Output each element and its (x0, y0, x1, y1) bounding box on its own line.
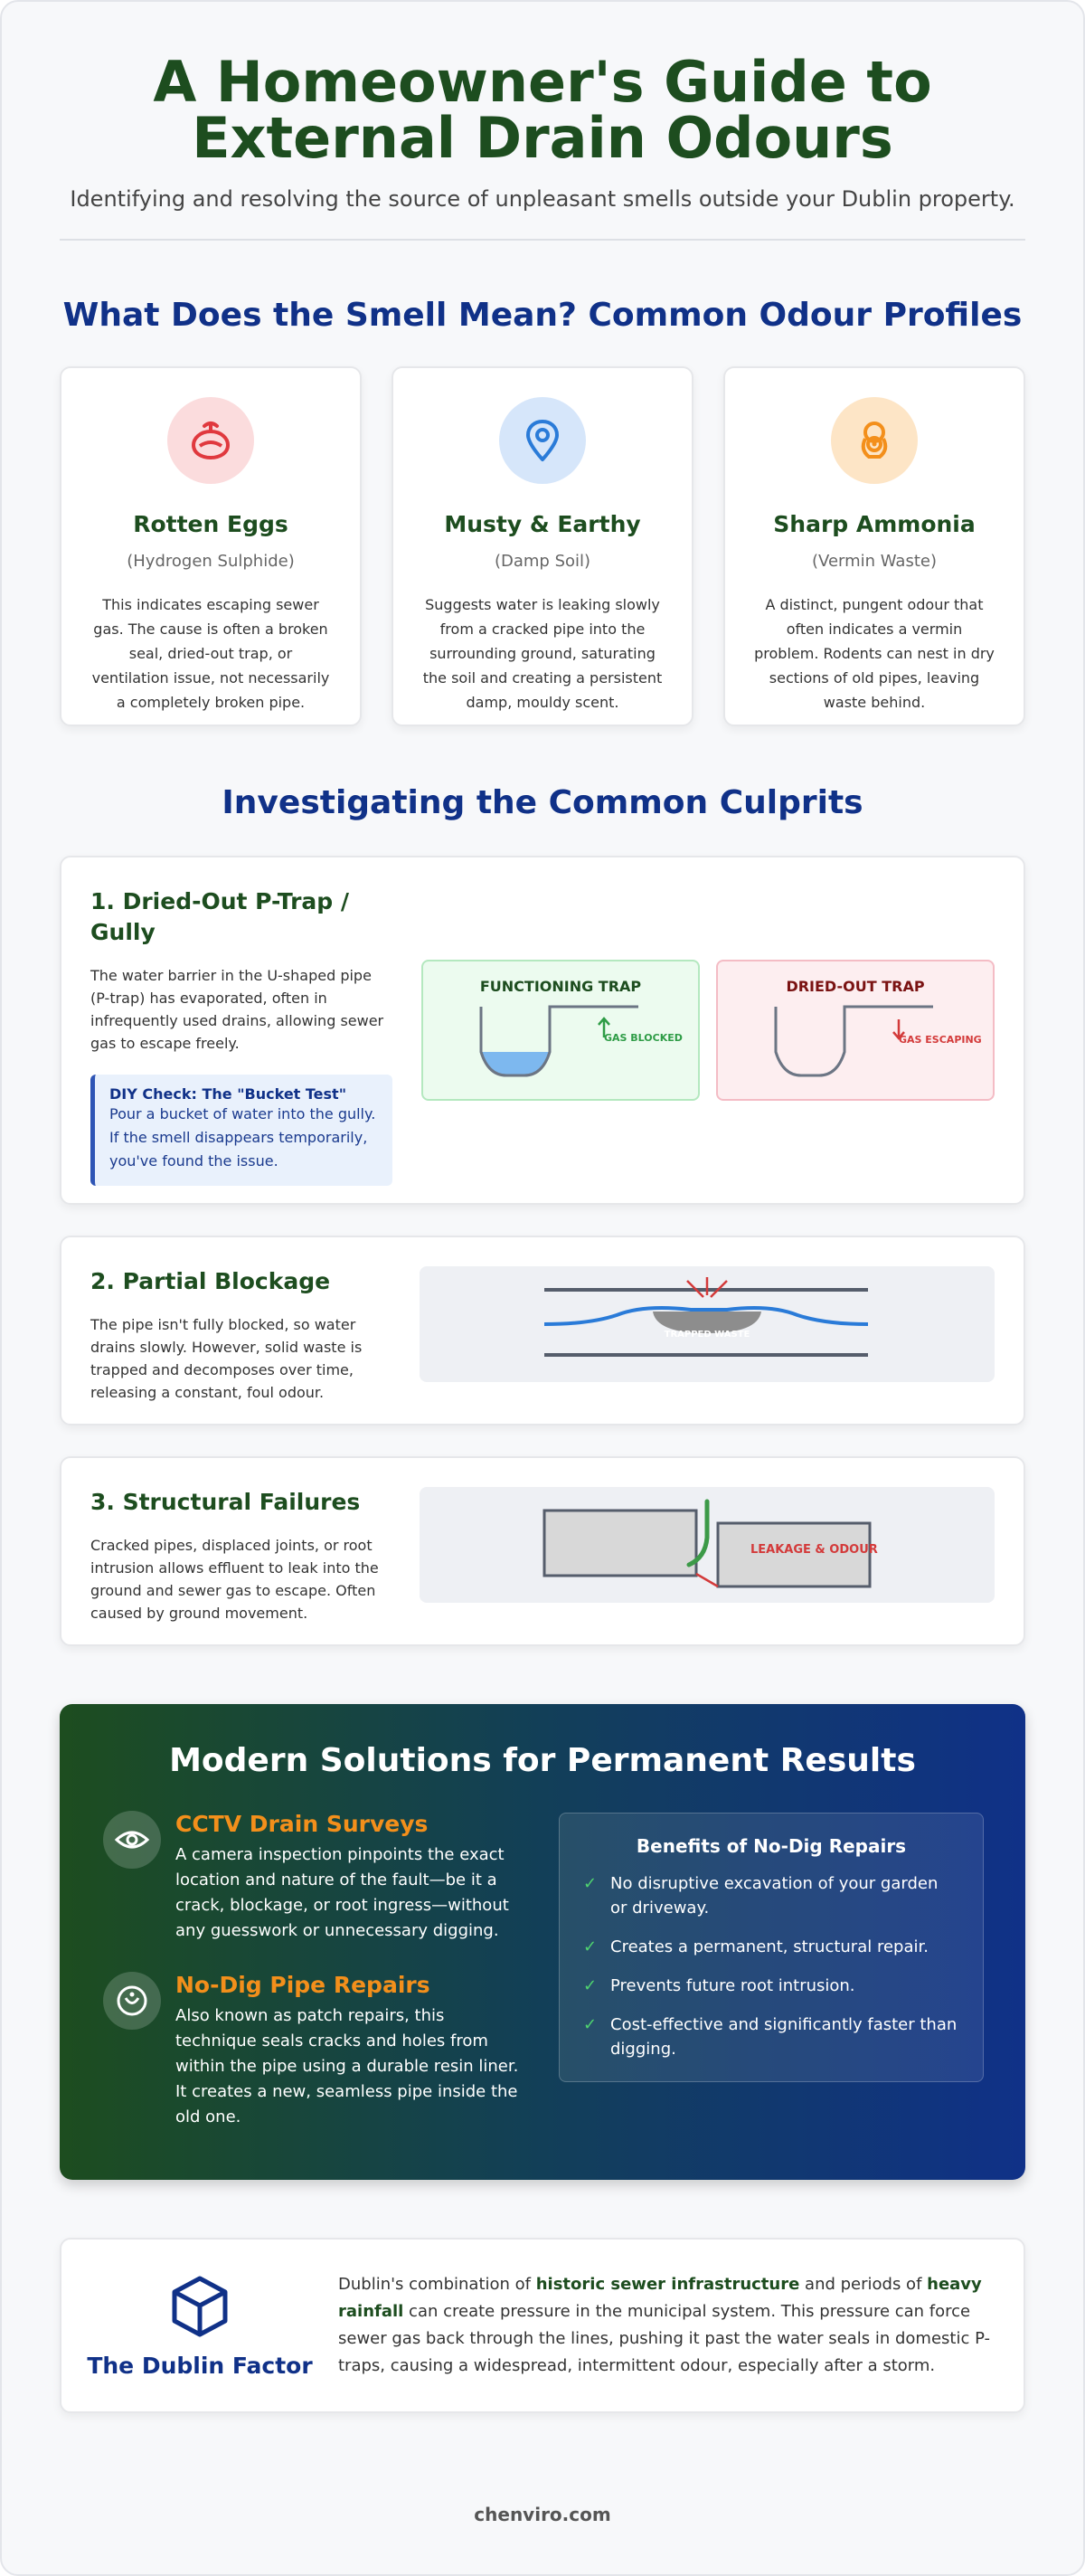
dried-trap-diagram (774, 1005, 933, 1077)
odour-section-title: What Does the Smell Mean? Common Odour P… (62, 297, 1023, 334)
dublin-factor-heading: The Dublin Factor (61, 2273, 338, 2379)
solutions-title: Modern Solutions for Permanent Results (169, 1742, 916, 1779)
structural-diagram: LEAKAGE & ODOUR (420, 1487, 995, 1603)
culprit-title: 2. Partial Blockage (90, 1268, 331, 1294)
diy-check-box: DIY Check: The "Bucket Test" Pour a buck… (90, 1075, 392, 1186)
check-icon: ✓ (583, 1874, 598, 1893)
odour-name: Rotten Eggs (133, 511, 288, 537)
odour-subtitle: (Vermin Waste) (812, 552, 937, 571)
benefit-item: ✓No disruptive excavation of your garden… (583, 1871, 959, 1920)
culprit-title: 1. Dried-Out P-Trap / Gully (90, 888, 349, 945)
culprit-text-column: 1. Dried-Out P-Trap / Gully The water ba… (90, 886, 392, 1186)
odour-card-sharp-ammonia: Sharp Ammonia (Vermin Waste) A distinct,… (723, 366, 1025, 726)
check-icon: ✓ (583, 1976, 598, 1995)
dublin-factor-card: The Dublin Factor Dublin's combination o… (60, 2238, 1025, 2413)
odour-lines-icon (686, 1277, 728, 1298)
dried-trap-label: DRIED-OUT TRAP (786, 978, 925, 995)
culprit-card-blockage: 2. Partial Blockage The pipe isn't fully… (60, 1236, 1025, 1425)
rodent-icon (831, 397, 918, 484)
culprit-text-column: 2. Partial Blockage The pipe isn't fully… (90, 1266, 391, 1401)
culprit-title: 3. Structural Failures (90, 1489, 361, 1515)
culprit-card-p-trap: 1. Dried-Out P-Trap / Gully The water ba… (60, 856, 1025, 1205)
odour-description: A distinct, pungent odour that often ind… (754, 596, 995, 711)
trapped-waste-label: TRAPPED WASTE (664, 1330, 750, 1340)
benefit-item: ✓Prevents future root intrusion. (583, 1974, 959, 1998)
benefit-item: ✓Cost-effective and significantly faster… (583, 2012, 959, 2061)
odour-card-musty-earthy: Musty & Earthy (Damp Soil) Suggests wate… (392, 366, 693, 726)
benefit-item: ✓Creates a permanent, structural repair. (583, 1935, 959, 1959)
egg-icon (167, 397, 254, 484)
check-icon: ✓ (583, 2015, 598, 2034)
leakage-label: LEAKAGE & ODOUR (750, 1543, 878, 1557)
solution-no-dig: No-Dig Pipe Repairs Also known as patch … (103, 1972, 528, 2130)
down-arrow-icon (892, 1019, 905, 1040)
odour-subtitle: (Hydrogen Sulphide) (127, 552, 295, 571)
blockage-diagram: TRAPPED WASTE (420, 1266, 995, 1382)
odour-name: Musty & Earthy (444, 511, 641, 537)
header-divider (60, 239, 1025, 241)
culprit-description: Cracked pipes, displaced joints, or root… (90, 1537, 379, 1622)
culprit-section-title: Investigating the Common Culprits (222, 784, 863, 821)
header: A Homeowner's Guide to External Drain Od… (2, 2, 1083, 241)
dublin-factor-title: The Dublin Factor (87, 2352, 313, 2379)
benefits-box: Benefits of No-Dig Repairs ✓No disruptiv… (559, 1813, 984, 2082)
title-line-2: External Drain Odours (192, 105, 893, 171)
page-title: A Homeowner's Guide to External Drain Od… (2, 54, 1083, 166)
eye-icon (103, 1811, 161, 1869)
odour-description: This indicates escaping sewer gas. The c… (91, 596, 330, 711)
culprit-card-structural: 3. Structural Failures Cracked pipes, di… (60, 1456, 1025, 1646)
functioning-trap-panel: FUNCTIONING TRAP GAS BLOCKED (421, 960, 700, 1101)
dried-trap-panel: DRIED-OUT TRAP GAS ESCAPING (716, 960, 995, 1101)
culprit-description: The pipe isn't fully blocked, so water d… (90, 1316, 363, 1401)
trapped-waste-shape (653, 1312, 761, 1333)
odour-subtitle: (Damp Soil) (494, 552, 591, 571)
solution-description: Also known as patch repairs, this techni… (175, 2006, 519, 2126)
solution-name: CCTV Drain Surveys (175, 1811, 429, 1837)
dublin-factor-text: Dublin's combination of historic sewer i… (338, 2275, 991, 2375)
odour-card-rotten-eggs: Rotten Eggs (Hydrogen Sulphide) This ind… (60, 366, 362, 726)
gas-escaping-note: GAS ESCAPING (899, 1034, 982, 1046)
footer-brand: chenviro.com (474, 2504, 611, 2525)
odour-description: Suggests water is leaking slowly from a … (422, 596, 663, 711)
functioning-trap-diagram (479, 1005, 638, 1077)
benefits-title: Benefits of No-Dig Repairs (636, 1835, 907, 1857)
root-intrusion-icon (686, 1499, 710, 1567)
functioning-trap-label: FUNCTIONING TRAP (479, 978, 642, 995)
culprit-description: The water barrier in the U-shaped pipe (… (90, 967, 384, 1052)
pipe-section-right (716, 1521, 872, 1588)
structural-diagram-column: LEAKAGE & ODOUR (420, 1487, 995, 1615)
water-seal (481, 1052, 550, 1075)
page-subtitle: Identifying and resolving the source of … (70, 186, 1015, 212)
title-line-1: A Homeowner's Guide to (153, 49, 932, 115)
odour-name: Sharp Ammonia (773, 511, 976, 537)
culprit-text-column: 3. Structural Failures Cracked pipes, di… (90, 1487, 391, 1622)
odour-profiles: Rotten Eggs (Hydrogen Sulphide) This ind… (60, 366, 1025, 726)
solutions-panel: Modern Solutions for Permanent Results C… (60, 1704, 1025, 2180)
up-arrow-icon (598, 1017, 610, 1037)
check-icon: ✓ (583, 1937, 598, 1956)
solution-description: A camera inspection pinpoints the exact … (175, 1845, 509, 1940)
water-flow-line (543, 1306, 869, 1326)
pipe-repair-icon (103, 1972, 161, 2030)
pipe-section-left (542, 1509, 698, 1577)
solution-name: No-Dig Pipe Repairs (175, 1972, 430, 1998)
trap-diagrams: FUNCTIONING TRAP GAS BLOCKED DRIED-OUT T… (421, 886, 995, 1174)
diy-check-title: DIY Check: The "Bucket Test" (109, 1085, 347, 1103)
crack-mark (695, 1572, 719, 1588)
blockage-diagram-column: TRAPPED WASTE (420, 1266, 995, 1395)
gas-blocked-note: GAS BLOCKED (604, 1032, 683, 1044)
cube-icon (172, 2276, 228, 2336)
location-pin-icon (499, 397, 586, 484)
diy-check-text: Pour a bucket of water into the gully. I… (109, 1105, 376, 1170)
solution-cctv: CCTV Drain Surveys A camera inspection p… (103, 1811, 528, 1944)
